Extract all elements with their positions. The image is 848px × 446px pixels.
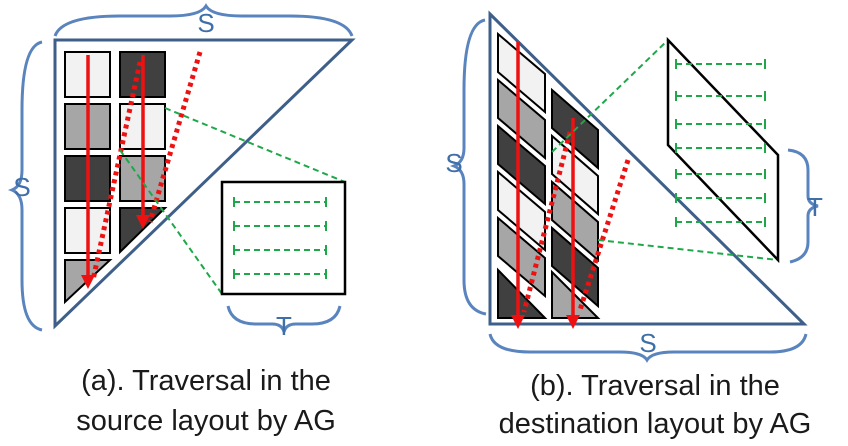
panel-a: S S <box>7 3 356 437</box>
caption-b-line2: destination layout by AG <box>499 408 812 440</box>
bottom-brace-b <box>488 333 808 363</box>
left-label-b: S <box>445 148 462 178</box>
dotted-arrow-b-1 <box>521 131 573 313</box>
detail-brace-b <box>787 148 819 264</box>
detail-rows-a <box>233 197 327 279</box>
top-label-a: S <box>197 8 214 38</box>
block-b-c1-r3 <box>497 123 546 207</box>
block-b-c1-r4 <box>497 169 546 253</box>
detail-block-b <box>666 36 780 264</box>
detail-rows-b <box>675 59 766 227</box>
detail-label-a: T <box>276 311 292 341</box>
block-b-c1-r2 <box>497 77 546 161</box>
caption-a-line2: source layout by AG <box>76 405 336 437</box>
block-b-c1-r1 <box>497 31 546 115</box>
top-brace-a <box>53 3 354 37</box>
zoom-line-a-1 <box>164 107 346 183</box>
zoom-line-b-2 <box>597 239 779 261</box>
left-brace-a <box>7 40 43 332</box>
detail-brace-a <box>226 305 342 333</box>
block-b-c1-r5 <box>497 215 546 299</box>
caption-a-line1: (a). Traversal in the <box>81 365 331 397</box>
left-brace-b <box>449 18 487 316</box>
caption-b-line1: (b). Traversal in the <box>530 370 780 402</box>
left-label-a: S <box>13 172 30 202</box>
detail-label-b: T <box>807 192 823 222</box>
dotted-arrow-a-2 <box>147 51 203 223</box>
dotted-arrow-a-1 <box>90 61 143 281</box>
dotted-arrow-b-2 <box>577 159 631 311</box>
panel-b: S <box>445 10 823 440</box>
detail-block-a <box>220 180 347 296</box>
block-b-c2-r4 <box>551 225 599 309</box>
zoom-line-b-1 <box>551 39 669 153</box>
bottom-label-b: S <box>639 328 656 358</box>
